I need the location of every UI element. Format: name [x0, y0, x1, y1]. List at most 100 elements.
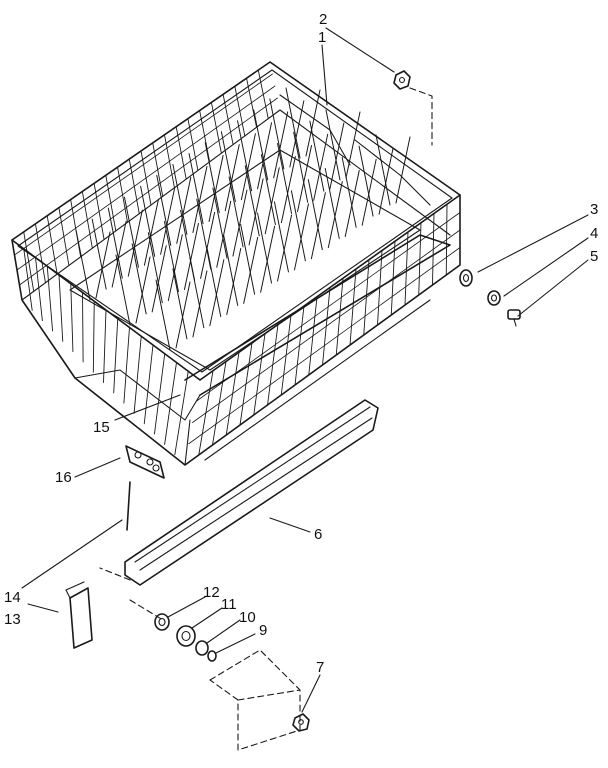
- rack-tines: [75, 87, 411, 351]
- callout-11: 11: [221, 596, 237, 613]
- rack-stringer: [16, 85, 276, 271]
- rack-stringer: [195, 212, 461, 402]
- rack-tine: [375, 134, 391, 206]
- rack-tine: [91, 218, 107, 290]
- rack-tine: [151, 245, 167, 313]
- rack-tine: [290, 190, 306, 262]
- rack-tine: [244, 165, 260, 237]
- rack-tine: [345, 111, 361, 179]
- callout-6: 6: [314, 526, 322, 543]
- callout-7: 7: [316, 659, 324, 676]
- rack-tine: [277, 214, 293, 282]
- part-3-bushing: [459, 269, 473, 287]
- rack-tine: [269, 98, 285, 170]
- rack-tine: [257, 212, 273, 284]
- callout-1: 1: [318, 29, 326, 46]
- rack-stringer: [192, 229, 461, 423]
- rack-tine: [297, 144, 313, 212]
- rack-tine: [277, 142, 293, 214]
- callout-4: 4: [590, 225, 598, 242]
- callout-13: 13: [4, 611, 21, 628]
- part-11-roller: [176, 625, 196, 647]
- callout-2: 2: [319, 11, 327, 28]
- callout-5: 5: [590, 248, 598, 265]
- rack-tine: [220, 131, 236, 203]
- rack-tine: [305, 89, 321, 157]
- rack-tine: [344, 169, 360, 237]
- rack-tine: [95, 231, 111, 299]
- part-7-nut: [292, 713, 310, 732]
- callout-15: 15: [93, 419, 110, 436]
- rack-tine: [260, 225, 276, 293]
- rack-tine: [183, 223, 199, 291]
- rack-tine: [273, 111, 289, 179]
- rack-stringer: [19, 97, 278, 286]
- rack-tine: [361, 158, 377, 226]
- rack-tine: [189, 257, 205, 329]
- rack-tine: [155, 279, 171, 351]
- part-2-nut: [393, 70, 433, 146]
- callout-14: 14: [4, 589, 21, 606]
- rack-tine: [310, 192, 326, 260]
- rack-front-wire: [143, 344, 154, 425]
- callout-16: 16: [55, 469, 72, 486]
- rack-tine: [226, 248, 242, 316]
- rack-tine: [378, 147, 394, 215]
- rack-tine: [240, 223, 256, 295]
- rack-tine: [228, 176, 244, 248]
- rack-tine: [240, 133, 256, 201]
- rack-tine: [115, 254, 131, 326]
- rack-tine: [324, 167, 340, 239]
- rack-tine: [248, 178, 264, 246]
- rack-tine: [253, 109, 269, 181]
- rack-tine: [264, 167, 280, 235]
- rack-tine: [192, 270, 208, 338]
- rack-tine: [204, 142, 220, 214]
- rack-tine: [111, 220, 127, 288]
- rack-wire-grid: [14, 69, 461, 456]
- rack-front-wire: [123, 327, 130, 404]
- rack-front-wire: [174, 370, 189, 456]
- rack-tine: [209, 259, 225, 327]
- rack-tine: [395, 136, 411, 204]
- rack-front-wire: [58, 274, 64, 342]
- rack-tine: [341, 156, 357, 228]
- rack-tine: [260, 154, 276, 226]
- part-12-axle: [154, 613, 170, 631]
- rack-tine: [273, 201, 289, 273]
- rack-tine: [329, 122, 345, 190]
- rack-tine: [293, 203, 309, 271]
- dish-rack-basket: [11, 61, 461, 466]
- part-13-bracket: [65, 581, 93, 649]
- rack-tine: [127, 209, 143, 277]
- rack-tine: [172, 268, 188, 340]
- rack-tine: [131, 243, 147, 315]
- part-5-screw: [507, 309, 521, 327]
- rack-tine: [172, 163, 188, 235]
- rack-tine: [123, 196, 139, 268]
- rack-tine: [196, 198, 212, 270]
- rack-front-wire: [164, 362, 177, 445]
- rack-tine: [147, 232, 163, 304]
- rack-tine: [188, 153, 204, 225]
- rack-tine: [313, 133, 329, 201]
- rack-front-wire: [133, 335, 142, 414]
- callout-labels: 2 1 3 4 5 6 7 9 10 11 12 13 14 15 16: [4, 11, 598, 676]
- rack-tine: [192, 165, 208, 233]
- part-10-washer: [195, 640, 209, 656]
- part-9-retainer: [207, 650, 217, 662]
- rack-front-wire: [46, 265, 54, 332]
- rack-tine: [216, 200, 232, 268]
- part-7-cover-outline: [209, 649, 301, 751]
- rack-tine: [160, 187, 176, 255]
- rack-tine: [325, 109, 341, 181]
- rack-tine: [327, 181, 343, 249]
- rack-front-wire: [35, 257, 43, 322]
- rack-tine: [285, 87, 301, 159]
- rack-front-wire: [103, 309, 107, 383]
- rack-stringer: [14, 73, 273, 256]
- rack-tine: [135, 256, 151, 324]
- part-16-clip: [125, 445, 165, 479]
- rack-tine: [143, 198, 159, 266]
